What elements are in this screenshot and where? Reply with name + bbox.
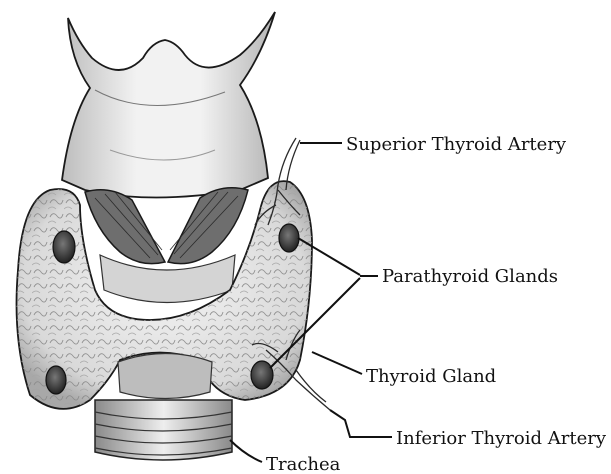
parathyroid-upper-left	[53, 231, 75, 263]
cricoid-ring	[118, 354, 212, 399]
leader-trachea	[230, 440, 262, 462]
label-parathyroid-glands: Parathyroid Glands	[382, 266, 558, 287]
trachea-drawing	[95, 400, 232, 460]
label-thyroid-gland: Thyroid Gland	[366, 366, 496, 387]
larynx-drawing	[62, 12, 275, 198]
cricothyroid-muscles	[85, 188, 248, 303]
parathyroid-lower-left	[46, 366, 66, 394]
label-inferior-thyroid-artery: Inferior Thyroid Artery	[396, 428, 607, 449]
label-superior-thyroid-artery: Superior Thyroid Artery	[346, 134, 567, 155]
label-trachea: Trachea	[266, 454, 341, 474]
parathyroid-lower-right	[251, 361, 273, 389]
parathyroid-upper-right	[279, 224, 299, 252]
leader-inferior-artery	[330, 410, 392, 437]
leader-thyroid-gland	[312, 352, 362, 374]
